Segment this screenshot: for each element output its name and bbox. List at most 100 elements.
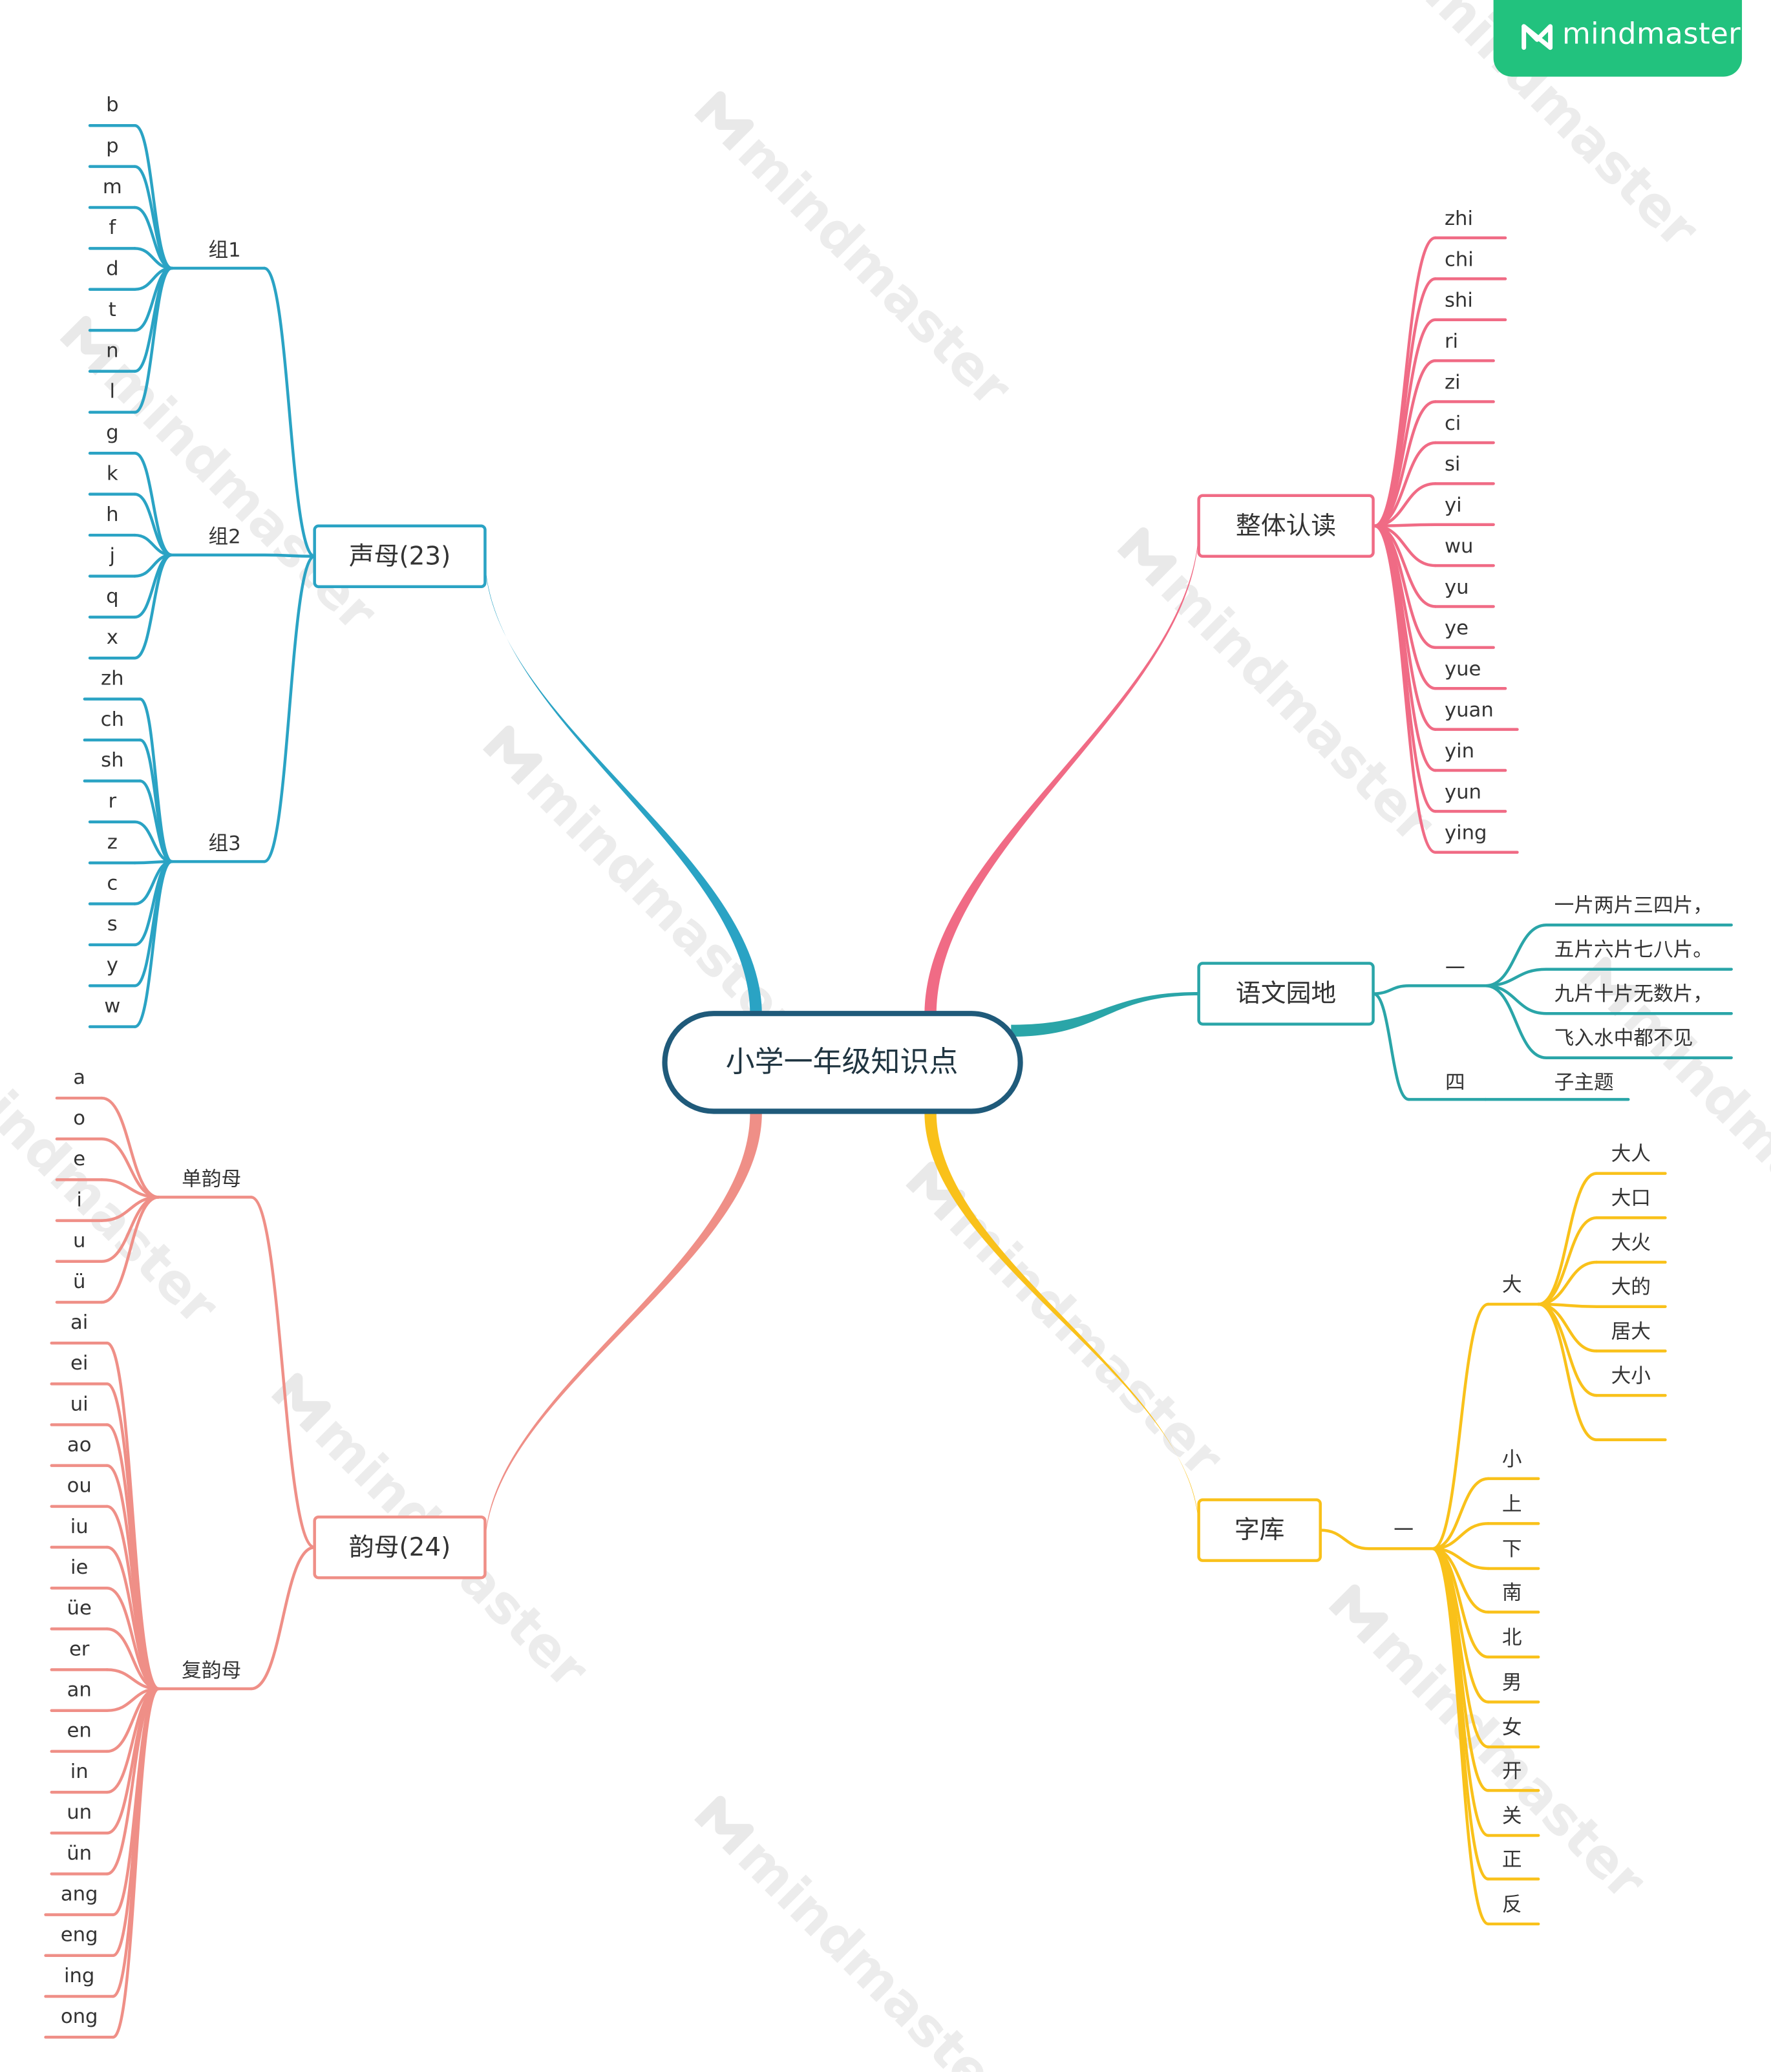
subgroup-label-ziku[interactable]: 关	[1502, 1805, 1522, 1828]
leaf-shengmu[interactable]: c	[107, 872, 118, 894]
leaf-yuwen[interactable]: 一片两片三四片，	[1554, 894, 1713, 917]
leaf-shengmu[interactable]: l	[110, 381, 116, 403]
leaf-shengmu[interactable]: w	[104, 995, 120, 1017]
leaf-shengmu[interactable]: g	[106, 421, 118, 444]
leaf-ziku[interactable]: 大小	[1611, 1365, 1651, 1388]
leaf-yunmu[interactable]: iu	[70, 1516, 89, 1538]
leaf-zhengti[interactable]: yuan	[1445, 699, 1494, 721]
leaf-yunmu[interactable]: ang	[61, 1883, 98, 1905]
leaf-shengmu[interactable]: b	[106, 94, 118, 116]
leaf-yunmu[interactable]: ong	[61, 2005, 98, 2028]
leaf-shengmu[interactable]: q	[106, 586, 118, 608]
leaf-yuwen[interactable]: 五片六片七八片。	[1554, 939, 1713, 962]
leaf-shengmu[interactable]: y	[107, 954, 118, 977]
leaf-shengmu[interactable]: x	[107, 626, 118, 649]
leaf-shengmu[interactable]: f	[109, 217, 116, 239]
leaf-yunmu[interactable]: a	[73, 1066, 85, 1089]
group-label-shengmu-2[interactable]: 组3	[209, 832, 241, 855]
leaf-yunmu[interactable]: eng	[61, 1924, 98, 1947]
leaf-zhengti[interactable]: yin	[1445, 740, 1474, 763]
leaf-ziku[interactable]: 大人	[1611, 1143, 1651, 1165]
leaf-yunmu[interactable]: ou	[67, 1475, 92, 1497]
leaf-yunmu[interactable]: ao	[67, 1433, 92, 1456]
group-label-ziku[interactable]: 一	[1394, 1519, 1414, 1542]
leaf-shengmu[interactable]: h	[106, 503, 118, 526]
leaf-ziku[interactable]: 大火	[1611, 1232, 1651, 1254]
leaf-yunmu[interactable]: ü	[73, 1271, 85, 1293]
leaf-yuwen[interactable]: 九片十片无数片，	[1554, 983, 1713, 1006]
leaf-shengmu[interactable]: n	[106, 339, 118, 362]
branch-shengmu[interactable]	[313, 524, 487, 589]
leaf-zhengti[interactable]: yun	[1445, 781, 1481, 803]
group-label-yunmu-1[interactable]: 复韵母	[182, 1660, 241, 1682]
leaf-zhengti[interactable]: chi	[1445, 248, 1474, 271]
leaf-zhengti[interactable]: wu	[1445, 535, 1474, 558]
subgroup-label-ziku[interactable]: 南	[1502, 1581, 1522, 1604]
subgroup-label-ziku[interactable]: 北	[1502, 1627, 1522, 1649]
subgroup-label-ziku[interactable]: 下	[1502, 1538, 1522, 1561]
subgroup-label-ziku[interactable]: 女	[1502, 1717, 1522, 1739]
leaf-zhengti[interactable]: yu	[1445, 576, 1469, 598]
central-topic[interactable]	[662, 1011, 1023, 1114]
group-label-yuwen-0[interactable]: 一	[1445, 958, 1465, 980]
leaf-yunmu[interactable]: ün	[67, 1842, 92, 1865]
mindmaster-badge[interactable]: mindmaster	[1493, 0, 1743, 77]
leaf-yunmu[interactable]: i	[76, 1189, 82, 1211]
leaf-yunmu[interactable]: un	[67, 1801, 92, 1824]
leaf-yunmu[interactable]: ui	[70, 1393, 89, 1415]
subgroup-label-ziku[interactable]: 正	[1502, 1848, 1522, 1871]
leaf-shengmu[interactable]: sh	[101, 749, 123, 772]
leaf-yunmu[interactable]: en	[67, 1720, 92, 1742]
leaf-shengmu[interactable]: z	[107, 831, 118, 854]
leaf-shengmu[interactable]: m	[103, 176, 122, 198]
leaf-shengmu[interactable]: j	[109, 544, 116, 567]
subgroup-label-ziku[interactable]: 男	[1502, 1671, 1522, 1694]
group-label-yunmu-0[interactable]: 单韵母	[182, 1168, 241, 1190]
leaf-yunmu[interactable]: an	[67, 1679, 92, 1702]
leaf-shengmu[interactable]: zh	[101, 667, 124, 690]
leaf-yunmu[interactable]: ei	[70, 1352, 88, 1375]
leaf-yunmu[interactable]: o	[73, 1107, 85, 1130]
leaf-shengmu[interactable]: k	[107, 463, 118, 485]
leaf-yunmu[interactable]: ing	[64, 1965, 94, 1987]
leaf-shengmu[interactable]: d	[106, 258, 118, 280]
branch-yunmu[interactable]	[313, 1515, 487, 1580]
branch-shengmu-label[interactable]: 声母(23)	[349, 542, 451, 571]
subgroup-label-ziku[interactable]: 小	[1502, 1448, 1522, 1471]
leaf-yuwen[interactable]: 飞入水中都不见	[1554, 1028, 1693, 1050]
leaf-zhengti[interactable]: ri	[1445, 330, 1458, 353]
group-label-shengmu-0[interactable]: 组1	[209, 239, 241, 262]
branch-ziku-label[interactable]: 字库	[1235, 1516, 1285, 1545]
leaf-yunmu[interactable]: ai	[70, 1311, 88, 1334]
leaf-shengmu[interactable]: r	[109, 790, 117, 813]
leaf-ziku[interactable]: 大口	[1611, 1187, 1651, 1210]
leaf-zhengti[interactable]: ci	[1445, 412, 1461, 435]
leaf-yunmu[interactable]: ie	[70, 1556, 88, 1579]
subgroup-label-ziku[interactable]: 反	[1502, 1894, 1522, 1916]
leaf-yunmu[interactable]: in	[70, 1760, 89, 1783]
leaf-zhengti[interactable]: ye	[1445, 617, 1469, 640]
subgroup-label-ziku[interactable]: 大	[1502, 1274, 1522, 1296]
branch-zhengti[interactable]	[1197, 494, 1375, 558]
branch-yuwen[interactable]	[1197, 962, 1375, 1026]
leaf-ziku[interactable]: 居大	[1611, 1320, 1651, 1343]
leaf-yunmu[interactable]: u	[73, 1230, 85, 1253]
subgroup-label-ziku[interactable]: 上	[1502, 1493, 1522, 1516]
leaf-zhengti[interactable]: si	[1445, 453, 1461, 476]
leaf-yuwen[interactable]: 子主题	[1554, 1072, 1614, 1094]
leaf-yunmu[interactable]: e	[73, 1148, 85, 1170]
subgroup-label-ziku[interactable]: 开	[1502, 1760, 1522, 1782]
leaf-shengmu[interactable]: s	[107, 913, 118, 936]
branch-zhengti-label[interactable]: 整体认读	[1236, 511, 1336, 540]
branch-ziku[interactable]	[1197, 1498, 1322, 1562]
leaf-shengmu[interactable]: p	[106, 134, 118, 157]
leaf-shengmu[interactable]: ch	[101, 708, 124, 731]
leaf-zhengti[interactable]: shi	[1445, 290, 1473, 312]
leaf-shengmu[interactable]: t	[109, 299, 116, 321]
leaf-ziku[interactable]: 大的	[1611, 1276, 1651, 1299]
leaf-zhengti[interactable]: yue	[1445, 658, 1481, 681]
group-label-yuwen-1[interactable]: 四	[1445, 1072, 1465, 1094]
group-label-shengmu-1[interactable]: 组2	[209, 526, 241, 549]
leaf-yunmu[interactable]: er	[69, 1638, 90, 1660]
leaf-zhengti[interactable]: zi	[1445, 371, 1461, 394]
